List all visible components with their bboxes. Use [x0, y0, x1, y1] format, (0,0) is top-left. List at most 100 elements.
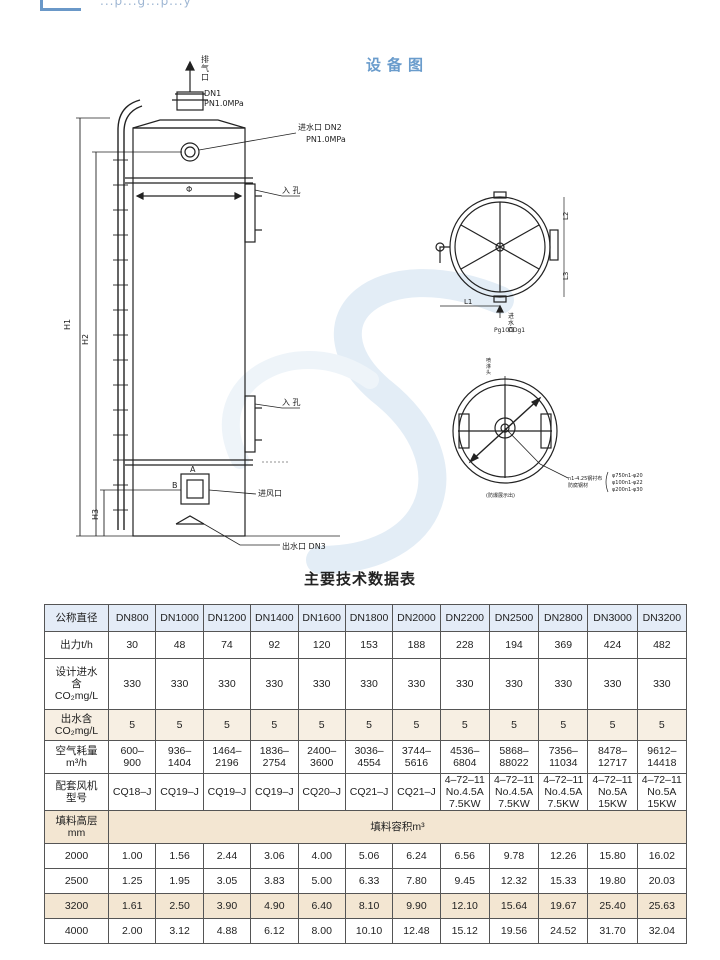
plan-l2: L2 — [562, 212, 570, 220]
header-corner-mark — [40, 0, 81, 11]
packing-volume-header: 填料容积m³ — [108, 810, 687, 844]
table-cell: 1.95 — [155, 868, 204, 894]
drawing-exhaust-label: 排气口 — [201, 54, 209, 82]
manhole-lower — [244, 395, 256, 453]
table-cell: 15.33 — [538, 868, 589, 894]
table-cell: 15.12 — [439, 918, 490, 944]
table-cell: 1.56 — [155, 843, 204, 869]
drawing-exhaust-pn: PN1.0MPa — [204, 99, 244, 108]
drawing-inlet-air: 进风口 — [258, 489, 282, 498]
table-cell: 2.00 — [107, 918, 157, 944]
table-cell: 330 — [297, 658, 346, 710]
table-cell: 5 — [636, 709, 688, 741]
table-cell: 20.03 — [636, 868, 688, 894]
table-cell: CQ19–J — [250, 773, 299, 811]
table-cell: 4.90 — [250, 893, 299, 919]
table-cell: DN3200 — [636, 604, 688, 632]
table-cell: DN1800 — [344, 604, 394, 632]
table-cell: 4–72–11 No.4.5A 7.5KW — [538, 773, 589, 811]
table-cell: 7356– 11034 — [538, 740, 589, 774]
table-cell: 330 — [107, 658, 157, 710]
table-cell: 4–72–11 No.4.5A 7.5KW — [439, 773, 490, 811]
table-cell: 5 — [344, 709, 394, 741]
spec-2: φ100n1-φ22 — [612, 480, 643, 486]
header-faded-text: ...p...g...p...y — [100, 0, 192, 8]
plan-inlet: 进水口 — [508, 312, 514, 334]
table-cell: 5 — [202, 709, 252, 741]
table-title: 主要技术数据表 — [303, 570, 416, 588]
row-label: 2000 — [44, 843, 109, 869]
section-leg1: n1-4.25钢衬布 — [568, 475, 602, 482]
drawing-b: B — [172, 481, 178, 490]
table-cell: 1.25 — [107, 868, 157, 894]
table-cell: DN1000 — [155, 604, 204, 632]
table-cell: 330 — [202, 658, 252, 710]
section-top: 喷淋头 — [486, 357, 491, 376]
drawing-manhole-1: 入 孔 — [282, 186, 301, 195]
table-cell: 19.80 — [587, 868, 638, 894]
table-cell: 8.00 — [297, 918, 346, 944]
table-cell: 4536– 6804 — [439, 740, 490, 774]
table-cell: DN1400 — [250, 604, 299, 632]
table-cell: 330 — [155, 658, 204, 710]
table-cell: 4–72–11 No.4.5A 7.5KW — [488, 773, 540, 811]
plan-l1: L1 — [464, 298, 472, 306]
table-cell: 12.26 — [538, 843, 589, 869]
table-cell: 9.78 — [488, 843, 540, 869]
table-cell: 12.10 — [439, 893, 490, 919]
page-header-strip: ...p...g...p...y — [0, 0, 720, 12]
table-cell: 194 — [488, 631, 540, 659]
table-cell: 5 — [250, 709, 299, 741]
table-cell: 6.33 — [344, 868, 394, 894]
table-cell: 7.80 — [392, 868, 441, 894]
table-cell: CQ21–J — [392, 773, 441, 811]
table-cell: 424 — [587, 631, 638, 659]
row-label: 3200 — [44, 893, 109, 919]
spec-1: φ750n1-φ20 — [612, 473, 643, 479]
drawing-h1: H1 — [63, 319, 72, 330]
table-cell: 5 — [439, 709, 490, 741]
table-cell: 1.61 — [107, 893, 157, 919]
drawing-inlet-water: 进水口 DN2 — [298, 122, 342, 132]
plan-spec: Pg100Dg1 — [494, 327, 525, 334]
table-cell: 6.12 — [250, 918, 299, 944]
drawing-h2: H2 — [81, 334, 90, 345]
table-cell: 3.83 — [250, 868, 299, 894]
table-cell: 9612– 14418 — [636, 740, 688, 774]
table-cell: 600– 900 — [107, 740, 157, 774]
table-cell: CQ19–J — [202, 773, 252, 811]
table-cell: 32.04 — [636, 918, 688, 944]
table-cell: 16.02 — [636, 843, 688, 869]
table-cell: 330 — [636, 658, 688, 710]
table-cell: 4–72–11 No.5A 15KW — [587, 773, 638, 811]
table-cell: 936– 1404 — [155, 740, 204, 774]
drawing-diameter: Φ — [186, 185, 192, 194]
drawing-outlet-water: 出水口 DN3 — [282, 541, 326, 551]
table-cell: 25.40 — [587, 893, 638, 919]
table-cell: 330 — [538, 658, 589, 710]
drawing-exhaust-dn: DN1 — [204, 89, 221, 98]
section-leg2: 防腐钢材 — [568, 482, 588, 489]
manhole-upper — [244, 183, 256, 243]
table-cell: 2400– 3600 — [297, 740, 346, 774]
row-label: 配套风机 型号 — [44, 773, 109, 811]
table-cell: 5 — [538, 709, 589, 741]
section-view — [452, 376, 569, 484]
equipment-drawing: 排气口 DN1 PN1.0MPa 进水口 DN2 PN1.0MPa Φ 入 孔 … — [63, 54, 643, 551]
table-cell: CQ18–J — [107, 773, 157, 811]
table-cell: 330 — [488, 658, 540, 710]
table-cell: 5 — [297, 709, 346, 741]
table-cell: 5 — [107, 709, 157, 741]
water-inlet-flange — [180, 142, 200, 162]
plan-l3: L3 — [562, 272, 570, 280]
drawing-h3: H3 — [91, 509, 100, 520]
